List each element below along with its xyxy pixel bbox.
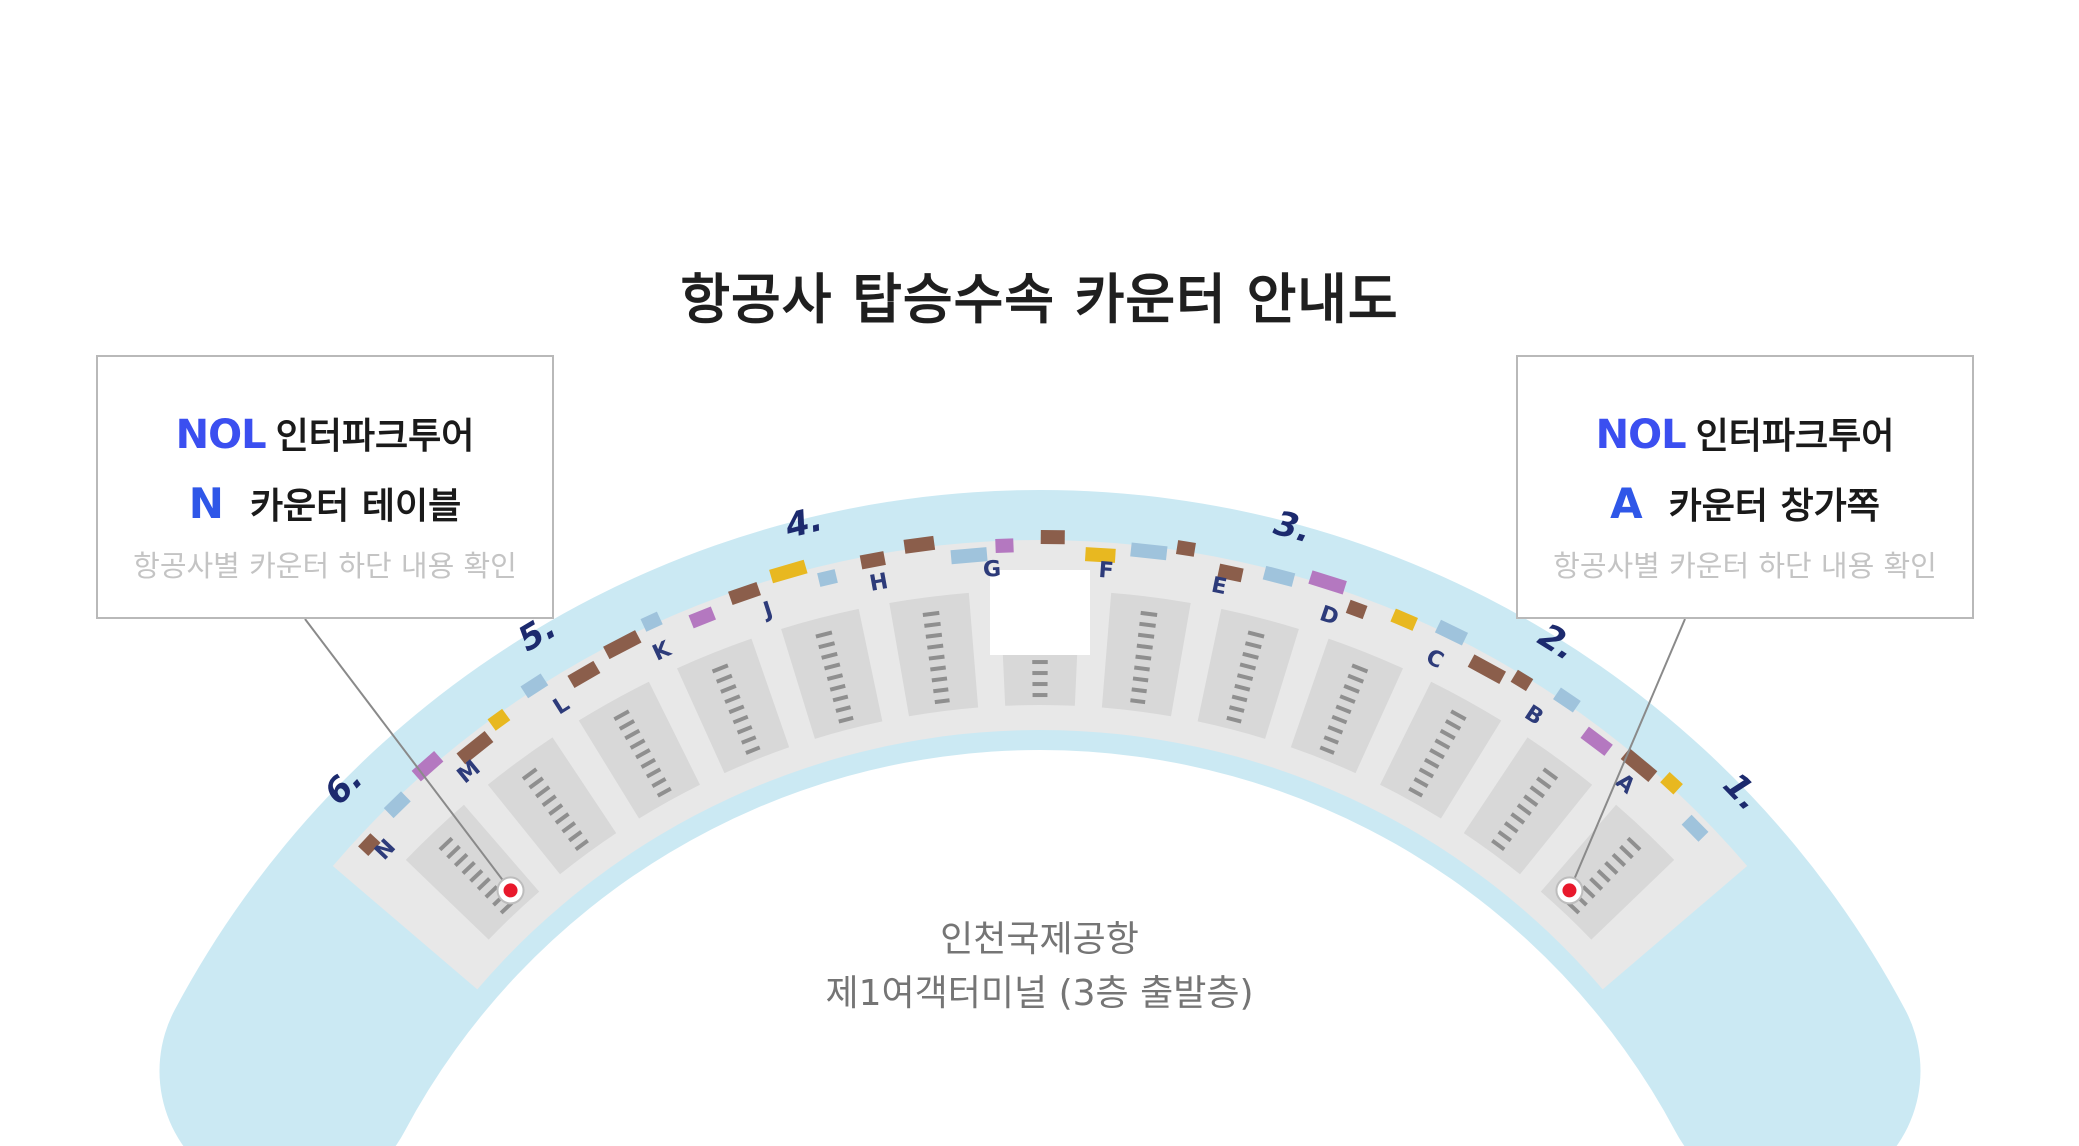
map-facility-block (487, 708, 511, 731)
counter-label-f: F (1098, 558, 1115, 584)
counter-island-b (1463, 737, 1593, 875)
map-facility-block (411, 751, 444, 782)
map-facility-block (817, 569, 838, 587)
counter-island-f (1101, 592, 1191, 717)
counter-island-l (578, 681, 700, 819)
atrium (990, 570, 1090, 655)
map-facility-block (688, 606, 716, 629)
map-facility-block (1620, 748, 1658, 782)
map-facility-block (1390, 608, 1418, 631)
map-facility-block (1130, 542, 1168, 561)
counter-island-c (1380, 681, 1502, 819)
map-facility-block (1308, 570, 1347, 595)
leader-line (1568, 618, 1686, 891)
terminal-name: 인천국제공항 (940, 919, 1139, 960)
map-facility-block (1553, 687, 1581, 713)
callout-counter-line: A 카운터 창가쪽 (1518, 477, 1972, 529)
location-marker-a (1562, 883, 1577, 898)
map-facility-block (567, 660, 601, 689)
map-facility-block (950, 547, 988, 565)
counter-island-h (889, 592, 979, 717)
callout-note: 항공사별 카운터 하단 내용 확인 (133, 549, 517, 583)
map-facility-block (728, 581, 761, 605)
counter-island-e (1197, 608, 1299, 739)
brand-logo: NOL (1595, 412, 1687, 458)
map-facility-block (1660, 771, 1683, 795)
map-facility-block (640, 611, 663, 632)
counter-label-g: G (982, 557, 1001, 583)
map-facility-block (995, 538, 1014, 554)
map-facility-block (859, 551, 886, 570)
map-facility-block (520, 673, 549, 699)
map-facility-block (769, 559, 808, 584)
map-facility-block (1345, 599, 1368, 620)
map-facility-block (1434, 619, 1469, 646)
brand-logo: NOL (175, 412, 267, 458)
map-facility-block (1580, 726, 1613, 756)
map-facility-block (603, 630, 642, 660)
map-facility-block (383, 791, 411, 819)
map-facility-block (1262, 565, 1296, 587)
counter-text: 카운터 테이블 (249, 486, 462, 527)
map-facility-block (1681, 814, 1709, 842)
callout-counter-line: N 카운터 테이블 (98, 477, 552, 529)
counter-island-k (677, 638, 790, 774)
map-facility-block (358, 833, 381, 856)
location-marker-n (503, 883, 518, 898)
map-facility-block (456, 731, 494, 765)
map-facility-block (903, 535, 936, 554)
counter-island-n (405, 804, 540, 940)
counter-label-e: E (1209, 573, 1229, 600)
counter-text: 카운터 창가쪽 (1668, 486, 1880, 527)
map-facility-block (1467, 654, 1507, 684)
counter-island-d (1290, 638, 1403, 774)
brand-text: 인터파크투어 (275, 416, 475, 457)
counter-letter: N (188, 479, 224, 528)
map-facility-block (1510, 669, 1534, 692)
terminal-floor: 제1여객터미널 (3층 출발층) (825, 973, 1254, 1014)
map-facility-block (1217, 563, 1244, 583)
leader-line (304, 618, 512, 892)
counter-island-a (1540, 804, 1675, 940)
counter-island-m (487, 737, 617, 875)
counter-island-j (781, 608, 883, 739)
map-facility-block (1084, 547, 1116, 563)
callout-note: 항공사별 카운터 하단 내용 확인 (1553, 549, 1937, 583)
counter-label-h: H (868, 569, 891, 597)
brand-text: 인터파크투어 (1695, 416, 1895, 457)
map-facility-block (1040, 529, 1065, 545)
terminal-floor-shape (332, 540, 1748, 990)
map-facility-block (1175, 540, 1196, 557)
counter-letter: A (1610, 479, 1643, 528)
page-title: 항공사 탑승수속 카운터 안내도 (680, 268, 1399, 331)
